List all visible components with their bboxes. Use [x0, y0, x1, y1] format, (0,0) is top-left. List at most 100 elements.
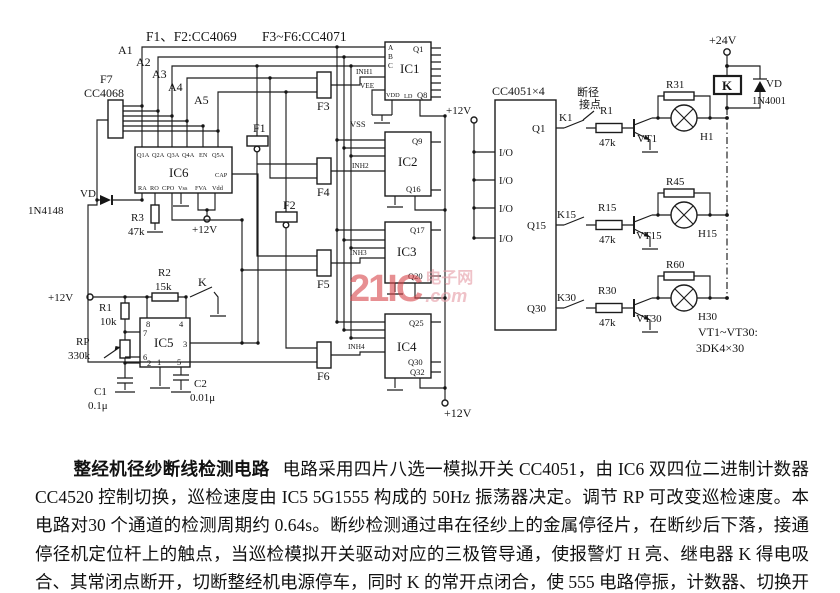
bus-label-a5: A5 — [194, 93, 209, 107]
relay-k-label: K — [722, 78, 733, 93]
ic1-pin-q1: Q1 — [413, 44, 423, 54]
vt-note-line1: VT1~VT30: — [698, 325, 758, 339]
osc-k-contact-label: K — [198, 275, 207, 289]
ic4-pin-q32: Q32 — [410, 367, 425, 377]
ic3-label: IC3 — [397, 244, 417, 259]
ic6-pin-fva: FVA — [195, 185, 207, 192]
note-f1f2-chip: F1、F2:CC4069 — [146, 29, 237, 44]
bus-label-a4: A4 — [168, 80, 183, 94]
ic4-pin-q25: Q25 — [409, 318, 424, 328]
vt-note-line2: 3DK4×30 — [696, 341, 744, 355]
terminal-24v — [723, 48, 731, 56]
transistor-label: VT15 — [636, 230, 662, 242]
ic1-pin-q8: Q8 — [417, 90, 427, 100]
gate-f5-label: F5 — [317, 277, 330, 291]
ic6-label: IC6 — [169, 165, 189, 180]
ic3-box — [384, 221, 432, 284]
gate-f5-box — [316, 249, 332, 277]
ic3-pin-q17: Q17 — [410, 225, 425, 235]
relay-vd-label: VD — [766, 78, 782, 90]
contact-label: K1 — [559, 112, 572, 124]
osc-supply-label: +12V — [48, 292, 73, 304]
caption: 整经机径纱断线检测电路电路采用四片八选一模拟开关 CC4051，由 IC6 双四… — [35, 455, 809, 593]
ic6-pin-q3a: Q3A — [167, 152, 180, 159]
ic1-pin-vss: VSS — [350, 119, 366, 129]
driver-row-2: K15 R15 47k VT15 R45 H15 — [556, 176, 729, 250]
lamp-icon — [670, 284, 698, 312]
ic1-pin-inh1: INH1 — [356, 67, 373, 76]
osc-c2-label: C2 — [194, 378, 207, 390]
mux-supply-label: +12V — [446, 105, 471, 117]
contact-note-line1: 断径 — [577, 85, 599, 99]
resistor-label: R30 — [598, 285, 617, 297]
ic6-pin-cap: CAP — [215, 172, 228, 179]
resistor-base — [595, 302, 623, 314]
terminal-12v-ic6 — [203, 215, 211, 223]
junction-dots — [95, 45, 729, 390]
ic6-pin-q5a: Q5A — [212, 152, 225, 159]
mux-box — [494, 99, 557, 331]
ic5-box — [139, 317, 191, 368]
resistor-r3 — [150, 204, 160, 224]
mux-q1-label: Q1 — [532, 123, 545, 135]
contact-label: K30 — [557, 292, 576, 304]
ic2-pin-q9: Q9 — [412, 136, 422, 146]
gate-f1-label: F1 — [253, 121, 266, 135]
ic5-pin-5: 5 — [177, 357, 181, 367]
mux-io-1: I/O — [499, 148, 513, 159]
bus-label-a2: A2 — [136, 55, 151, 69]
ic4-pin-inh4: INH4 — [348, 342, 365, 351]
driver-rows: K1 R1 47k VT1 R31 H1 K15 R15 47k VT15 R4… — [556, 79, 729, 333]
osc-rp-label: RP — [76, 336, 89, 348]
osc-c2-value: 0.01μ — [190, 392, 215, 404]
driver-row-3: K30 R30 47k VT30 R60 H30 — [556, 259, 729, 333]
ic4-pin-q30: Q30 — [408, 357, 423, 367]
diode-vd1-label: VD — [80, 188, 96, 200]
gate-f4-label: F4 — [317, 185, 330, 199]
resistor-value: 47k — [599, 234, 616, 246]
gate-f7-chip: CC4068 — [84, 86, 124, 100]
resistor-value: 47k — [599, 137, 616, 149]
ic1-pin-vdd: VDD — [386, 92, 400, 99]
gate-f6-box — [316, 341, 332, 369]
ic1-pin-vee: VEE — [360, 81, 375, 90]
gate-f2-bubble — [282, 221, 290, 229]
osc-r1-label: R1 — [99, 302, 112, 314]
mux-q15-label: Q15 — [527, 220, 546, 232]
resistor-r1-osc — [120, 302, 130, 320]
diode-vd1-part: 1N4148 — [28, 205, 64, 217]
driver-row-1: K1 R1 47k VT1 R31 H1 — [556, 79, 729, 153]
osc-r2-label: R2 — [158, 267, 171, 279]
gate-f2-label: F2 — [283, 198, 296, 212]
osc-r1-value: 10k — [100, 316, 117, 328]
ic5-pin-2: 2 — [147, 358, 151, 368]
ic1-box — [384, 41, 432, 101]
lamp-label: H30 — [698, 311, 717, 323]
ic5-pin-4: 4 — [179, 319, 184, 329]
resistor-value: 47k — [599, 317, 616, 329]
gate-f1-bubble — [253, 145, 261, 153]
ic6-pin-ro: RO — [150, 185, 159, 192]
caption-body: 电路采用四片八选一模拟开关 CC4051，由 IC6 双四位二进制计数器CC45… — [35, 458, 810, 593]
ic5-pin-1: 1 — [157, 357, 161, 367]
mux-io-2: I/O — [499, 176, 513, 187]
mux-chip-label: CC4051×4 — [492, 84, 545, 98]
ic1-label: IC1 — [400, 61, 420, 76]
relay-supply-label: +24V — [709, 33, 737, 47]
bottom-supply-label: +12V — [444, 406, 472, 420]
ic1-pin-b: B — [388, 52, 393, 61]
pot-rp — [119, 339, 131, 359]
mux-io-4: I/O — [499, 234, 513, 245]
ic5-label: IC5 — [154, 335, 174, 350]
gate-f2-box — [275, 211, 298, 223]
ic4-label: IC4 — [397, 339, 417, 354]
bypass-resistor-label: R60 — [666, 259, 685, 271]
gate-f7-label: F7 — [100, 72, 113, 86]
osc-r2-value: 15k — [155, 281, 172, 293]
ic6-box — [134, 146, 233, 194]
relay-vd-part: 1N4001 — [752, 96, 786, 107]
ic6-pin-vss: Vss — [178, 185, 188, 192]
resistor-bypass — [663, 271, 695, 281]
ic5-pin-7: 7 — [143, 328, 147, 338]
